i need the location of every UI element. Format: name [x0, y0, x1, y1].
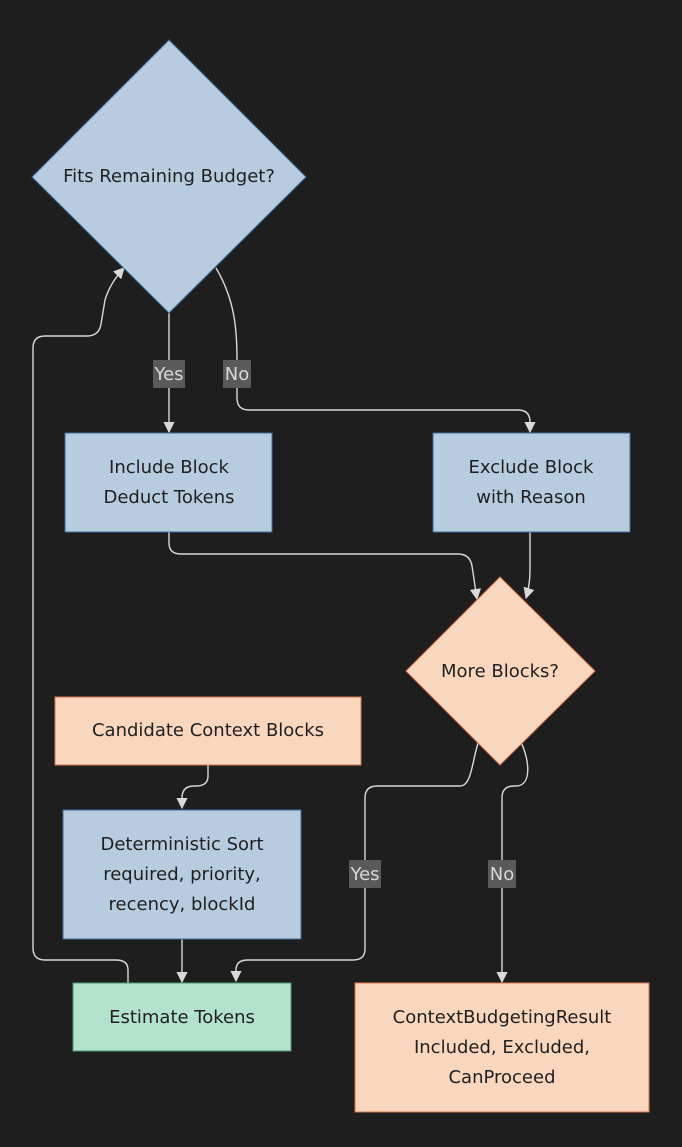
include-block-line-1: Include Block [109, 457, 230, 478]
edge-include-to-more [168, 532, 482, 601]
edge-label-more-yes: Yes [349, 860, 381, 888]
estimate-tokens-label: Estimate Tokens [109, 1007, 255, 1028]
fits-budget-label: Fits Remaining Budget? [63, 166, 275, 187]
result-line-2: Included, Excluded, [414, 1037, 590, 1058]
result-node: ContextBudgetingResult Included, Exclude… [354, 982, 650, 1113]
result-line-1: ContextBudgetingResult [393, 1007, 612, 1028]
svg-text:No: No [490, 864, 514, 885]
edge-fits-to-exclude [215, 267, 536, 434]
candidate-blocks-label: Candidate Context Blocks [92, 720, 324, 741]
edge-label-fits-yes: Yes [153, 360, 185, 388]
edge-estimate-to-fits [32, 267, 129, 983]
svg-text:Yes: Yes [153, 364, 183, 385]
more-blocks-decision: More Blocks? [405, 576, 596, 766]
exclude-block-line-2: with Reason [476, 487, 586, 508]
deterministic-sort-line-2: required, priority, [103, 864, 261, 885]
edge-more-to-estimate [230, 739, 480, 983]
estimate-tokens-node: Estimate Tokens [72, 982, 292, 1052]
edge-exclude-to-more [523, 532, 535, 600]
exclude-block-line-1: Exclude Block [469, 457, 594, 478]
svg-text:Yes: Yes [349, 864, 379, 885]
include-block-line-2: Deduct Tokens [103, 487, 234, 508]
include-block-node: Include Block Deduct Tokens [64, 432, 273, 533]
deterministic-sort-line-3: recency, blockId [109, 894, 256, 915]
edge-candidate-to-sort [176, 765, 209, 810]
exclude-block-node: Exclude Block with Reason [432, 432, 631, 533]
deterministic-sort-node: Deterministic Sort required, priority, r… [62, 809, 302, 940]
deterministic-sort-line-1: Deterministic Sort [100, 834, 263, 855]
more-blocks-label: More Blocks? [441, 661, 559, 682]
svg-text:No: No [225, 364, 249, 385]
edge-more-to-result [496, 739, 529, 984]
fits-budget-decision: Fits Remaining Budget? [31, 39, 307, 314]
edge-label-more-no: No [488, 860, 516, 888]
edge-label-fits-no: No [223, 360, 251, 388]
candidate-blocks-node: Candidate Context Blocks [54, 696, 362, 766]
result-line-3: CanProceed [448, 1067, 555, 1088]
